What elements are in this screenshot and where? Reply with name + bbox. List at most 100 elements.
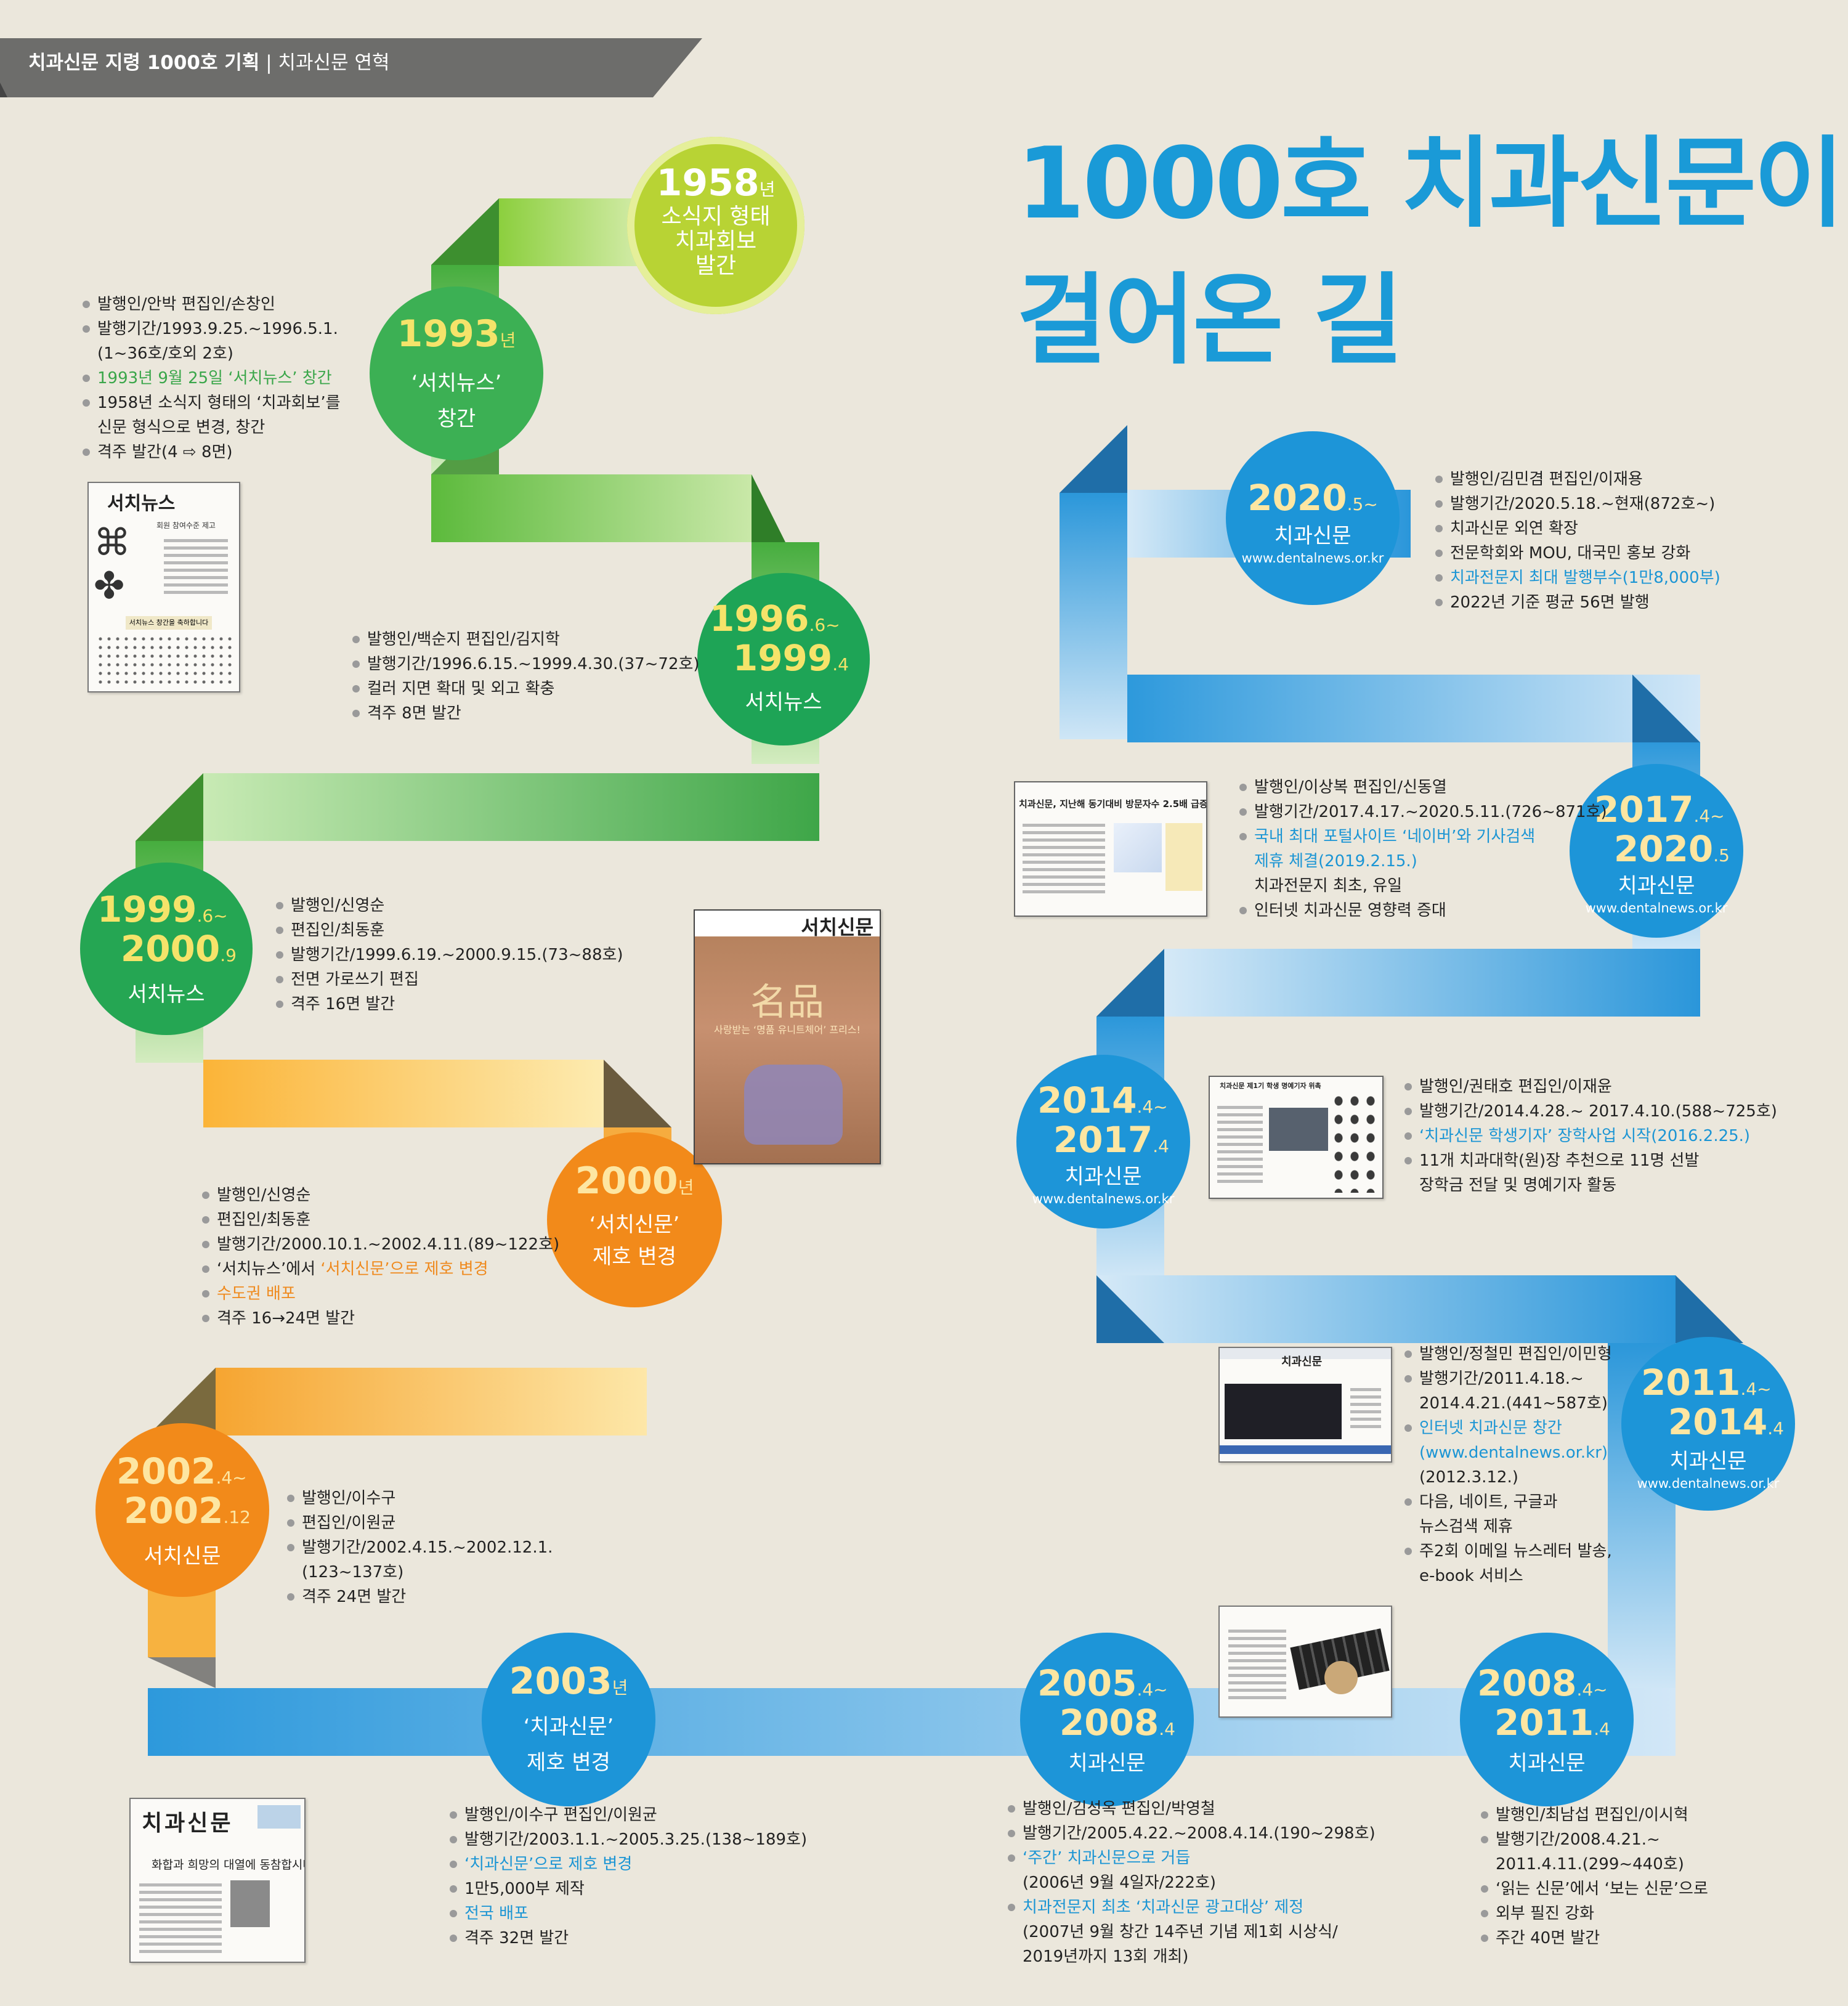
milestone-label: 제호 변경 [527, 1750, 610, 1775]
milestone-2020: 2020.5~ 치과신문 www.dentalnews.or.kr [1226, 431, 1400, 605]
info-item: 제휴 체결(2019.2.15.) [1254, 852, 1417, 871]
info-2000: 발행인/신영순 편집인/최동훈 발행기간/2000.10.1.~2002.4.1… [201, 1183, 559, 1331]
info-2017: 발행인/이상복 편집인/신동열 발행기간/2017.4.17.~2020.5.1… [1238, 775, 1607, 923]
main-title-line2: 걸어온 길 [1016, 262, 1404, 378]
thumbnail-subhead: 사랑받는 ‘명품 유니트체어’ 프리스! [714, 1024, 861, 1036]
info-item: 발행기간/2005.4.22.~2008.4.14.(190~298호) [1007, 1821, 1376, 1846]
milestone-year: 2014 [1037, 1079, 1137, 1121]
info-item: 발행기간/2008.4.21.~ [1480, 1827, 1708, 1852]
thumbnail-chigwa-2011: 치과신문 [1218, 1347, 1392, 1463]
milestone-label: ‘서치신문’ [589, 1212, 680, 1237]
milestone-label: 치과신문 [1274, 524, 1352, 548]
info-2002: 발행인/이수구 편집인/이원균 발행기간/2002.4.15.~2002.12.… [286, 1486, 553, 1609]
info-item: 다음, 네이트, 구글과 [1403, 1490, 1612, 1514]
info-item: 격주 24면 발간 [286, 1585, 553, 1609]
info-item: (2012.3.12.) [1419, 1468, 1518, 1487]
info-item: 격주 16→24면 발간 [201, 1306, 559, 1331]
milestone-2000: 2000년 ‘서치신문’ 제호 변경 [547, 1132, 722, 1307]
info-2003: 발행인/이수구 편집인/이원균 발행기간/2003.1.1.~2005.3.25… [448, 1803, 807, 1951]
milestone-year: 2011 [1494, 1702, 1594, 1744]
thumbnail-headline: 名品 [750, 981, 824, 1024]
info-item: 1958년 소식지 형태의 ‘치과회보’를 [81, 391, 341, 415]
info-item: 발행기간/2003.1.1.~2005.3.25.(138~189호) [448, 1827, 807, 1852]
milestone-year: 1999 [732, 637, 833, 679]
info-item: 1993년 9월 25일 ‘서치뉴스’ 창간 [81, 366, 341, 391]
info-item: 인터넷 치과신문 영향력 증대 [1238, 898, 1607, 923]
info-item: 발행기간/1993.9.25.~1996.5.1. [81, 317, 341, 341]
milestone-year: 2020 [1613, 828, 1714, 870]
website-url: www.dentalnews.or.kr [1585, 901, 1728, 916]
info-item: 수도권 배포 [201, 1281, 559, 1306]
milestone-year: 2011 [1641, 1362, 1741, 1403]
section-title: 치과신문 연혁 [278, 52, 390, 74]
milestone-1996: 1996.6~ 1999.4 서치뉴스 [697, 573, 870, 745]
milestone-year: 2008 [1477, 1662, 1577, 1704]
info-item: ‘읽는 신문’에서 ‘보는 신문’으로 [1480, 1877, 1708, 1901]
info-item: 발행기간/2000.10.1.~2002.4.11.(89~122호) [201, 1232, 559, 1257]
info-item: 전국 배포 [448, 1901, 807, 1926]
milestone-2017: 2017.4~ 2020.5 치과신문 www.dentalnews.or.kr [1570, 764, 1743, 938]
info-item: 치과전문지 최초, 유일 [1254, 877, 1403, 895]
header-divider: | [265, 52, 272, 74]
header-label: 치과신문 지령 1000호 기획 | 치과신문 연혁 [28, 47, 390, 75]
info-item: (www.dentalnews.or.kr) [1419, 1444, 1608, 1462]
milestone-label: 서치뉴스 [745, 690, 822, 715]
milestone-year: 2000년 [575, 1159, 694, 1203]
milestone-label: 치과신문 [1618, 874, 1695, 898]
milestone-year: 2003년 [509, 1660, 628, 1703]
website-url: www.dentalnews.or.kr [1637, 1476, 1780, 1491]
milestone-label: 서치신문 [144, 1544, 221, 1569]
milestone-year: 2017 [1053, 1119, 1153, 1161]
info-item: 11개 치과대학(원)장 추천으로 11명 선발 [1403, 1148, 1777, 1173]
milestone-1999: 1999.6~ 2000.9 서치뉴스 [80, 863, 253, 1035]
info-item: ‘치과신문 학생기자’ 장학사업 시작(2016.2.25.) [1403, 1124, 1777, 1148]
milestone-year: 2014 [1668, 1401, 1768, 1443]
milestone-label: 창간 [437, 407, 476, 431]
info-item: ‘서치뉴스’에서 [217, 1260, 316, 1278]
info-item: 치과신문 외연 확장 [1434, 516, 1720, 541]
info-item: 편집인/최동훈 [201, 1208, 559, 1232]
milestone-year: 2017 [1594, 789, 1694, 830]
info-item: 발행인/정철민 편집인/이민형 [1403, 1342, 1612, 1366]
milestone-year: 2005 [1037, 1662, 1137, 1704]
thumbnail-masthead: 서치뉴스 [107, 493, 176, 514]
info-1993: 발행인/안박 편집인/손창인 발행기간/1993.9.25.~1996.5.1.… [81, 292, 341, 465]
milestone-year: 1993년 [397, 312, 516, 355]
info-item: 발행기간/1999.6.19.~2000.9.15.(73~88호) [275, 943, 623, 967]
info-item: 발행기간/2020.5.18.~현재(872호~) [1434, 492, 1720, 516]
info-item: 치과전문지 최대 발행부수(1만8,000부) [1434, 566, 1720, 590]
info-item: 전면 가로쓰기 편집 [275, 967, 623, 992]
info-item: 발행인/백순지 편집인/김지학 [351, 627, 700, 652]
info-item: 발행인/김성옥 편집인/박영철 [1007, 1797, 1376, 1821]
info-item: (2006년 9월 4일자/222호) [1023, 1874, 1217, 1892]
thumbnail-seochi-sinmun: 서치신문 名品 사랑받는 ‘명품 유니트체어’ 프리스! [694, 909, 881, 1164]
info-item: 격주 32면 발간 [448, 1926, 807, 1951]
info-item: 격주 8면 발간 [351, 701, 700, 726]
milestone-year: 2020.5~ [1247, 477, 1378, 519]
info-2005: 발행인/김성옥 편집인/박영철 발행기간/2005.4.22.~2008.4.1… [1007, 1797, 1376, 1969]
info-item: (123~137호) [302, 1563, 404, 1582]
milestone-2008: 2008.4~ 2011.4 치과신문 [1460, 1633, 1634, 1806]
main-title-line1: 1000호 치과신문이 [1016, 126, 1844, 241]
thumbnail-chigwa-2017: 치과신문, 지난해 동기대비 방문자수 2.5배 급증 [1014, 781, 1207, 917]
milestone-label: 소식지 형태 [661, 204, 771, 229]
info-2014: 발행인/권태호 편집인/이재윤 발행기간/2014.4.28.~ 2017.4.… [1403, 1074, 1777, 1198]
thumbnail-masthead: 치과신문 [142, 1810, 233, 1836]
thumbnail-banner: 서치뉴스 창간을 축하합니다 [126, 616, 212, 630]
info-item: e-book 서비스 [1419, 1567, 1523, 1585]
info-item: 발행인/이수구 [286, 1486, 553, 1511]
thumbnail-headline: 치과신문 제1기 학생 명예기자 위촉 [1220, 1082, 1321, 1090]
info-2020: 발행인/김민겸 편집인/이재용 발행기간/2020.5.18.~현재(872호~… [1434, 467, 1720, 615]
info-item: 신문 형식으로 변경, 창간 [97, 418, 265, 437]
info-item: 치과전문지 최초 ‘치과신문 광고대상’ 제정 [1007, 1895, 1376, 1920]
thumbnail-chigwa-2003: 치과신문 화합과 희망의 대열에 동참합시다 [129, 1798, 306, 1963]
milestone-label: 치과회보 [675, 229, 757, 254]
info-item: 장학금 전달 및 명예기자 활동 [1419, 1176, 1617, 1195]
milestone-year: 2002 [116, 1450, 216, 1492]
milestone-year: 2002 [124, 1490, 224, 1532]
info-item: 발행인/김민겸 편집인/이재용 [1434, 467, 1720, 492]
milestone-label: 발간 [695, 253, 737, 278]
thumbnail-masthead: 치과신문 [1281, 1355, 1323, 1368]
info-item: 격주 16면 발간 [275, 992, 623, 1017]
